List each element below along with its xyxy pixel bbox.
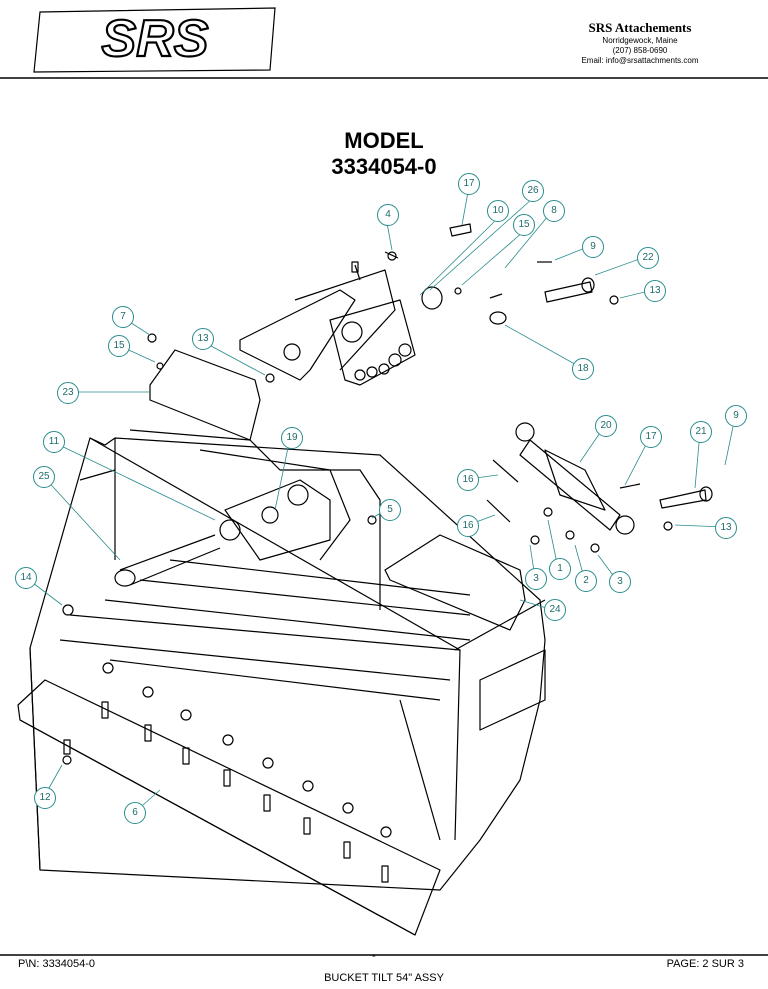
company-name: SRS Attachements xyxy=(588,20,692,35)
part-callout: 9 xyxy=(725,405,747,427)
part-callout: 9 xyxy=(582,236,604,258)
part-callout: 15 xyxy=(513,214,535,236)
mount-frame xyxy=(114,429,381,610)
part-callout: 15 xyxy=(108,335,130,357)
part-callout: 16 xyxy=(457,515,479,537)
pins xyxy=(62,223,713,765)
part-callout: 10 xyxy=(487,200,509,222)
hydraulic-cylinder xyxy=(515,422,635,535)
logo-lettering: SRS xyxy=(102,10,209,68)
srs-logo: SRS xyxy=(30,4,280,76)
part-callout: 5 xyxy=(379,499,401,521)
part-callout: 16 xyxy=(457,469,479,491)
footer-description: BUCKET TILT 54" ASSY xyxy=(324,972,444,984)
cutting-edge xyxy=(17,679,441,936)
part-callout: 1 xyxy=(549,558,571,580)
model-number: 3334054-0 xyxy=(331,154,437,179)
part-callout: 12 xyxy=(34,787,56,809)
model-label: MODEL xyxy=(344,128,424,153)
part-callout: 14 xyxy=(15,567,37,589)
edge-bolts xyxy=(101,662,392,883)
part-callout: 24 xyxy=(544,599,566,621)
part-callout: 25 xyxy=(33,466,55,488)
company-city: Norridgewock, Maine xyxy=(602,36,678,45)
part-callout: 26 xyxy=(522,180,544,202)
part-callout: 13 xyxy=(644,280,666,302)
bucket-body xyxy=(29,437,546,891)
part-callout: 13 xyxy=(715,517,737,539)
part-callout: 8 xyxy=(543,200,565,222)
part-callout: 4 xyxy=(377,204,399,226)
part-callout: 22 xyxy=(637,247,659,269)
part-callout: 2 xyxy=(575,570,597,592)
part-callout: 3 xyxy=(525,568,547,590)
company-phone: (207) 858-0690 xyxy=(612,46,668,55)
part-callout: 17 xyxy=(458,173,480,195)
part-callout: 7 xyxy=(112,306,134,328)
side-plate-right xyxy=(384,534,526,631)
part-callout: 20 xyxy=(595,415,617,437)
part-callout: 19 xyxy=(281,427,303,449)
company-email: Email: info@srsattachments.com xyxy=(581,56,699,65)
footer-page: PAGE: 2 SUR 3 xyxy=(666,958,744,970)
top-bracket xyxy=(239,261,416,386)
part-callout: 6 xyxy=(124,802,146,824)
part-callout: 17 xyxy=(640,426,662,448)
part-callout: 18 xyxy=(572,358,594,380)
part-callout: 21 xyxy=(690,421,712,443)
side-plate-left xyxy=(149,349,261,441)
part-callout: 3 xyxy=(609,571,631,593)
part-callout: 11 xyxy=(43,431,65,453)
footer-center-mark: - xyxy=(372,950,376,962)
part-callout: 13 xyxy=(192,328,214,350)
part-callout: 23 xyxy=(57,382,79,404)
footer-part-number: P\N: 3334054-0 xyxy=(18,958,96,970)
company-info: SRS Attachements Norridgewock, Maine (20… xyxy=(540,20,740,66)
